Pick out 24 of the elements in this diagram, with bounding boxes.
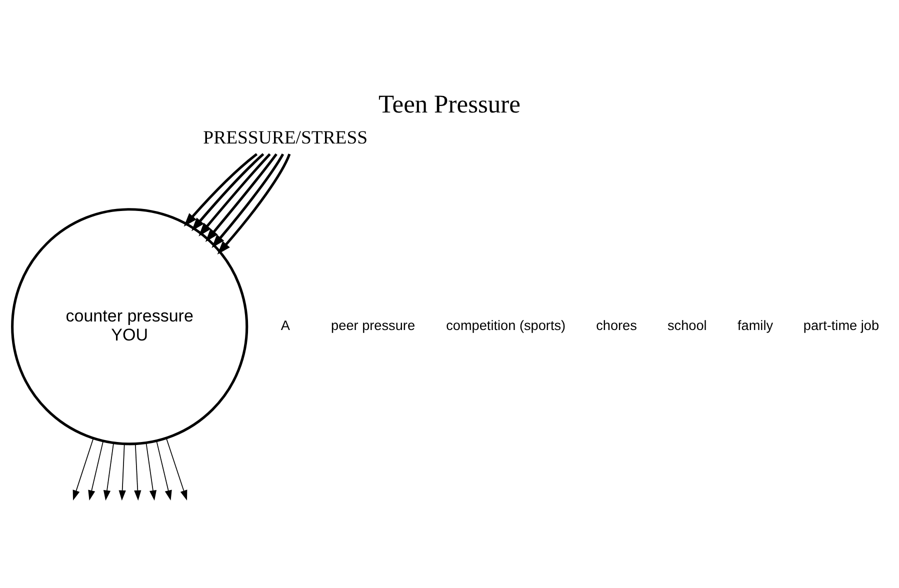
arrow (191, 152, 264, 231)
label: peer pressure (331, 317, 416, 332)
arrow (212, 152, 284, 248)
node-circle: counter pressure YOU (11, 208, 248, 445)
arrow (198, 152, 271, 236)
arrow (166, 437, 188, 500)
arrow (156, 440, 172, 500)
arrow (146, 442, 157, 500)
arrow (134, 443, 142, 500)
label: chores (596, 317, 637, 332)
arrow (88, 440, 104, 500)
label: part-time job (803, 317, 880, 332)
label: A (280, 317, 290, 332)
arrow (103, 442, 114, 500)
arrow (184, 152, 258, 226)
arrow (217, 153, 291, 254)
arrow (72, 438, 94, 500)
label: competition (sports) (446, 317, 566, 332)
node-text: PRESSURE/STRESS (203, 126, 368, 148)
label: school (667, 317, 707, 332)
arrow (205, 152, 278, 242)
arrow (118, 443, 126, 500)
label: family (737, 317, 774, 332)
diagram-title: Teen Pressure (378, 88, 521, 118)
